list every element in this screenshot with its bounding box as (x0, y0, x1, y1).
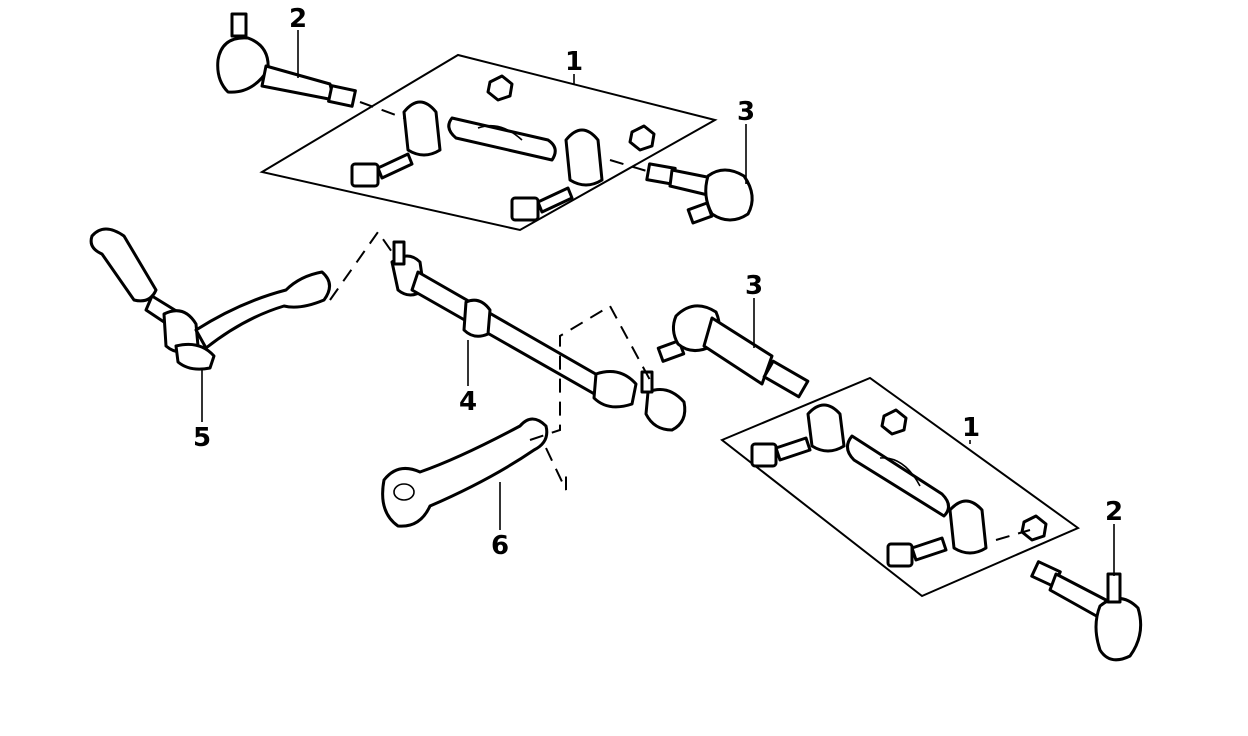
clamp (564, 128, 604, 187)
outer-tie-rod-end-lower (1030, 560, 1143, 662)
clamp (806, 403, 846, 453)
upper-adjuster-kit (259, 53, 718, 232)
lower-adjuster-kit (720, 376, 1081, 598)
callout-1: 1 (962, 413, 980, 443)
callout-6: 6 (491, 531, 509, 561)
inner-tie-rod-end-lower (656, 304, 810, 399)
clamp (948, 499, 988, 555)
nut (628, 124, 656, 152)
callout-1: 1 (565, 47, 583, 77)
adjuster-sleeve (846, 434, 950, 518)
inner-tie-rod-end-upper (645, 162, 754, 225)
bolt (350, 152, 414, 188)
callout-3: 3 (737, 97, 755, 127)
bolt (750, 436, 812, 468)
bolt (886, 536, 948, 568)
callout-4: 4 (459, 387, 477, 417)
nut (880, 408, 908, 436)
nut (486, 74, 514, 102)
outer-tie-rod-end-upper (216, 12, 357, 108)
callout-3: 3 (745, 271, 763, 301)
pitman-arm (89, 227, 331, 371)
idler-arm (381, 417, 549, 528)
connection-line (329, 230, 393, 301)
callout-5: 5 (193, 423, 211, 453)
connection-line (545, 447, 567, 491)
callout-2: 2 (1105, 497, 1123, 527)
adjuster-sleeve (447, 116, 557, 162)
connection-line (529, 304, 651, 441)
nut (1020, 514, 1048, 542)
clamp (402, 100, 442, 157)
relay-rod (390, 240, 687, 432)
bolt (510, 186, 574, 222)
callout-2: 2 (289, 4, 307, 34)
